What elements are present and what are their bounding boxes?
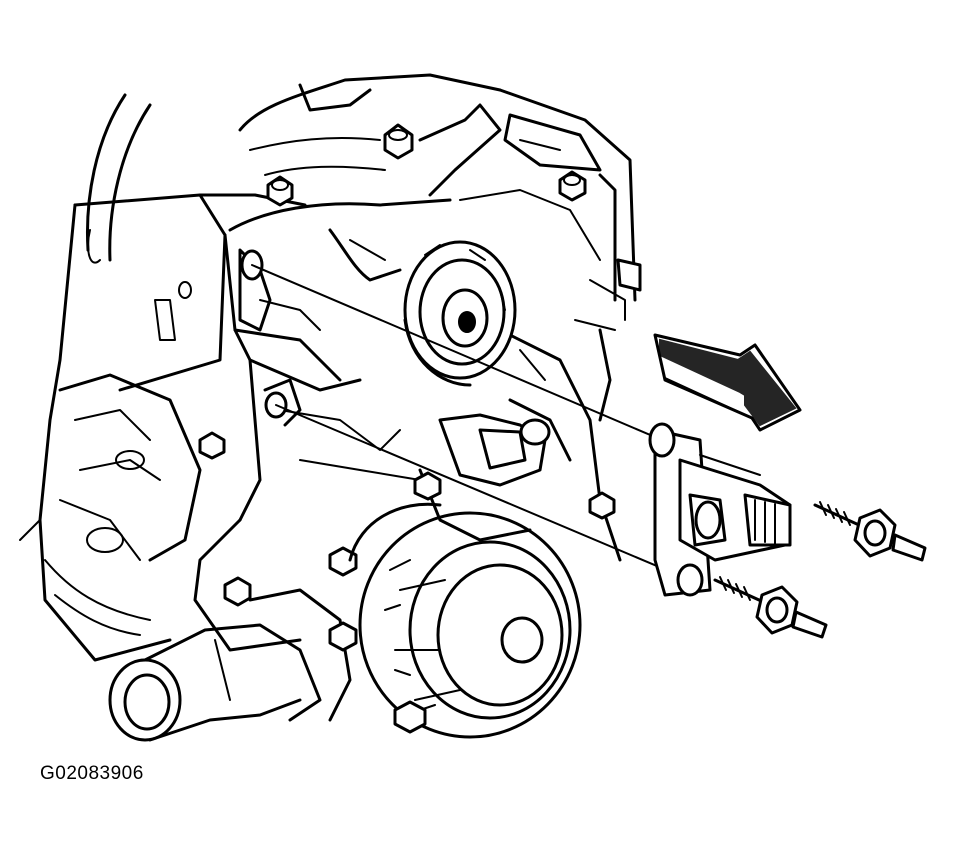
mount-bolt-lower bbox=[713, 576, 828, 639]
head-bolt bbox=[558, 170, 587, 202]
coolant-outlet bbox=[108, 588, 358, 742]
tensioner-bracket bbox=[413, 413, 616, 542]
engine-block bbox=[193, 228, 622, 652]
head-bolt bbox=[383, 123, 414, 160]
mount-bracket bbox=[648, 422, 792, 597]
forward-arrow-icon bbox=[653, 333, 802, 432]
alignment-guides bbox=[251, 264, 691, 581]
head-bolt bbox=[266, 175, 294, 207]
water-pump-pulley bbox=[348, 502, 582, 739]
figure-reference-code: G02083906 bbox=[40, 763, 144, 784]
transmission-housing bbox=[19, 93, 227, 662]
idler-pulley bbox=[403, 240, 517, 387]
cylinder-head bbox=[198, 73, 642, 321]
mount-bolt-upper bbox=[813, 501, 927, 562]
